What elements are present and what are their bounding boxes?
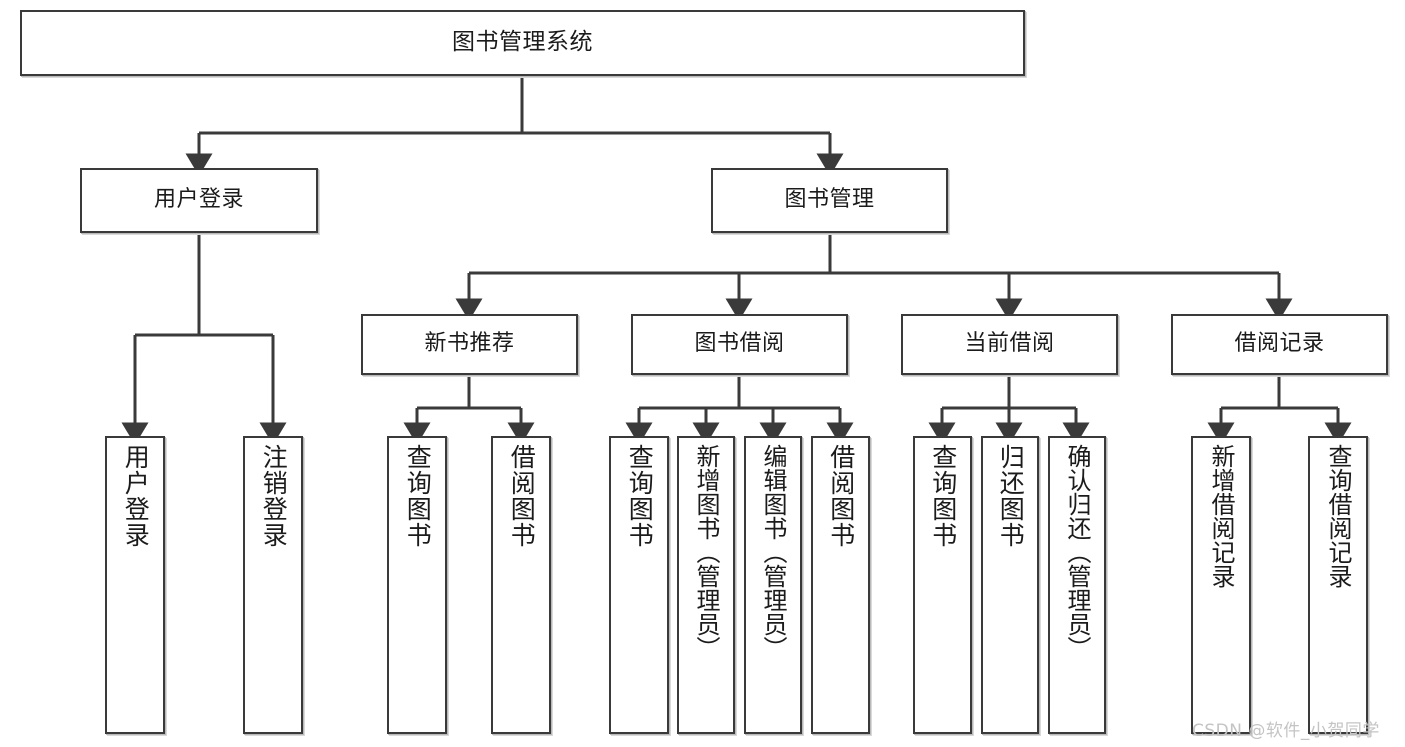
csdn-watermark: CSDN @软件_小贺同学 <box>1192 721 1380 741</box>
node-label: 查询借阅记录 <box>1324 444 1352 588</box>
node-leaf-borrow-book-2[interactable]: 借阅图书 <box>811 436 870 734</box>
node-borrow-record[interactable]: 借阅记录 <box>1171 314 1388 375</box>
node-leaf-return-book[interactable]: 归还图书 <box>981 436 1039 734</box>
node-label: 归还图书 <box>996 444 1026 548</box>
node-leaf-logout-login[interactable]: 注销登录 <box>243 436 303 734</box>
node-label: 新增图书（管理员） <box>692 444 720 660</box>
node-label: 新增借阅记录 <box>1207 444 1235 588</box>
node-label: 用户登录 <box>153 187 244 213</box>
node-label: 新书推荐 <box>424 331 515 357</box>
node-label: 借阅图书 <box>507 444 537 548</box>
node-leaf-edit-book[interactable]: 编辑图书（管理员） <box>744 436 802 734</box>
node-root-system[interactable]: 图书管理系统 <box>20 10 1025 76</box>
node-leaf-query-record[interactable]: 查询借阅记录 <box>1308 436 1368 734</box>
node-leaf-add-book[interactable]: 新增图书（管理员） <box>677 436 735 734</box>
node-leaf-query-book-1[interactable]: 查询图书 <box>387 436 447 734</box>
node-label: 图书借阅 <box>694 331 785 357</box>
node-label: 确认归还（管理员） <box>1063 444 1091 660</box>
node-label: 查询图书 <box>625 444 655 548</box>
node-current-borrow[interactable]: 当前借阅 <box>901 314 1118 375</box>
node-leaf-user-login[interactable]: 用户登录 <box>105 436 165 734</box>
node-label: 编辑图书（管理员） <box>759 444 787 660</box>
node-label: 借阅记录 <box>1234 331 1325 357</box>
node-label: 当前借阅 <box>964 331 1055 357</box>
node-book-management[interactable]: 图书管理 <box>711 168 948 233</box>
node-label: 注销登录 <box>259 444 289 548</box>
node-leaf-add-record[interactable]: 新增借阅记录 <box>1191 436 1251 734</box>
node-label: 借阅图书 <box>826 444 856 548</box>
node-new-book-recommend[interactable]: 新书推荐 <box>361 314 578 375</box>
node-leaf-query-book-3[interactable]: 查询图书 <box>913 436 972 734</box>
node-label: 查询图书 <box>403 444 433 548</box>
node-label: 查询图书 <box>928 444 958 548</box>
node-user-login[interactable]: 用户登录 <box>80 168 318 233</box>
node-label: 图书管理 <box>784 187 875 213</box>
node-leaf-borrow-book-1[interactable]: 借阅图书 <box>491 436 551 734</box>
node-leaf-query-book-2[interactable]: 查询图书 <box>609 436 669 734</box>
node-book-borrow[interactable]: 图书借阅 <box>631 314 848 375</box>
node-label: 图书管理系统 <box>452 29 593 56</box>
node-leaf-confirm-return[interactable]: 确认归还（管理员） <box>1048 436 1106 734</box>
node-label: 用户登录 <box>121 444 151 548</box>
